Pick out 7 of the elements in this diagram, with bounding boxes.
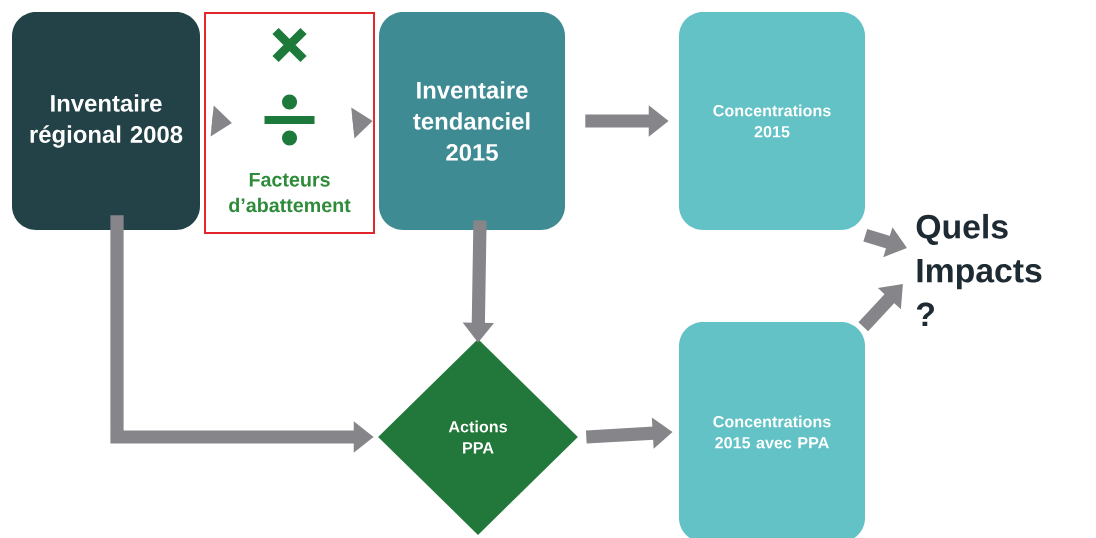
process-box: Inventaire régional 2008	[12, 12, 200, 230]
process-box: Inventaire tendanciel 2015	[379, 12, 565, 230]
result-box: Concentrations 2015	[679, 12, 865, 230]
arrow	[858, 284, 903, 332]
question-text: Quels Impacts ?	[916, 213, 1042, 327]
result-box: Concentrations 2015 avec PPA	[679, 322, 865, 538]
factor-box: Facteurs d’abattement	[204, 12, 375, 234]
